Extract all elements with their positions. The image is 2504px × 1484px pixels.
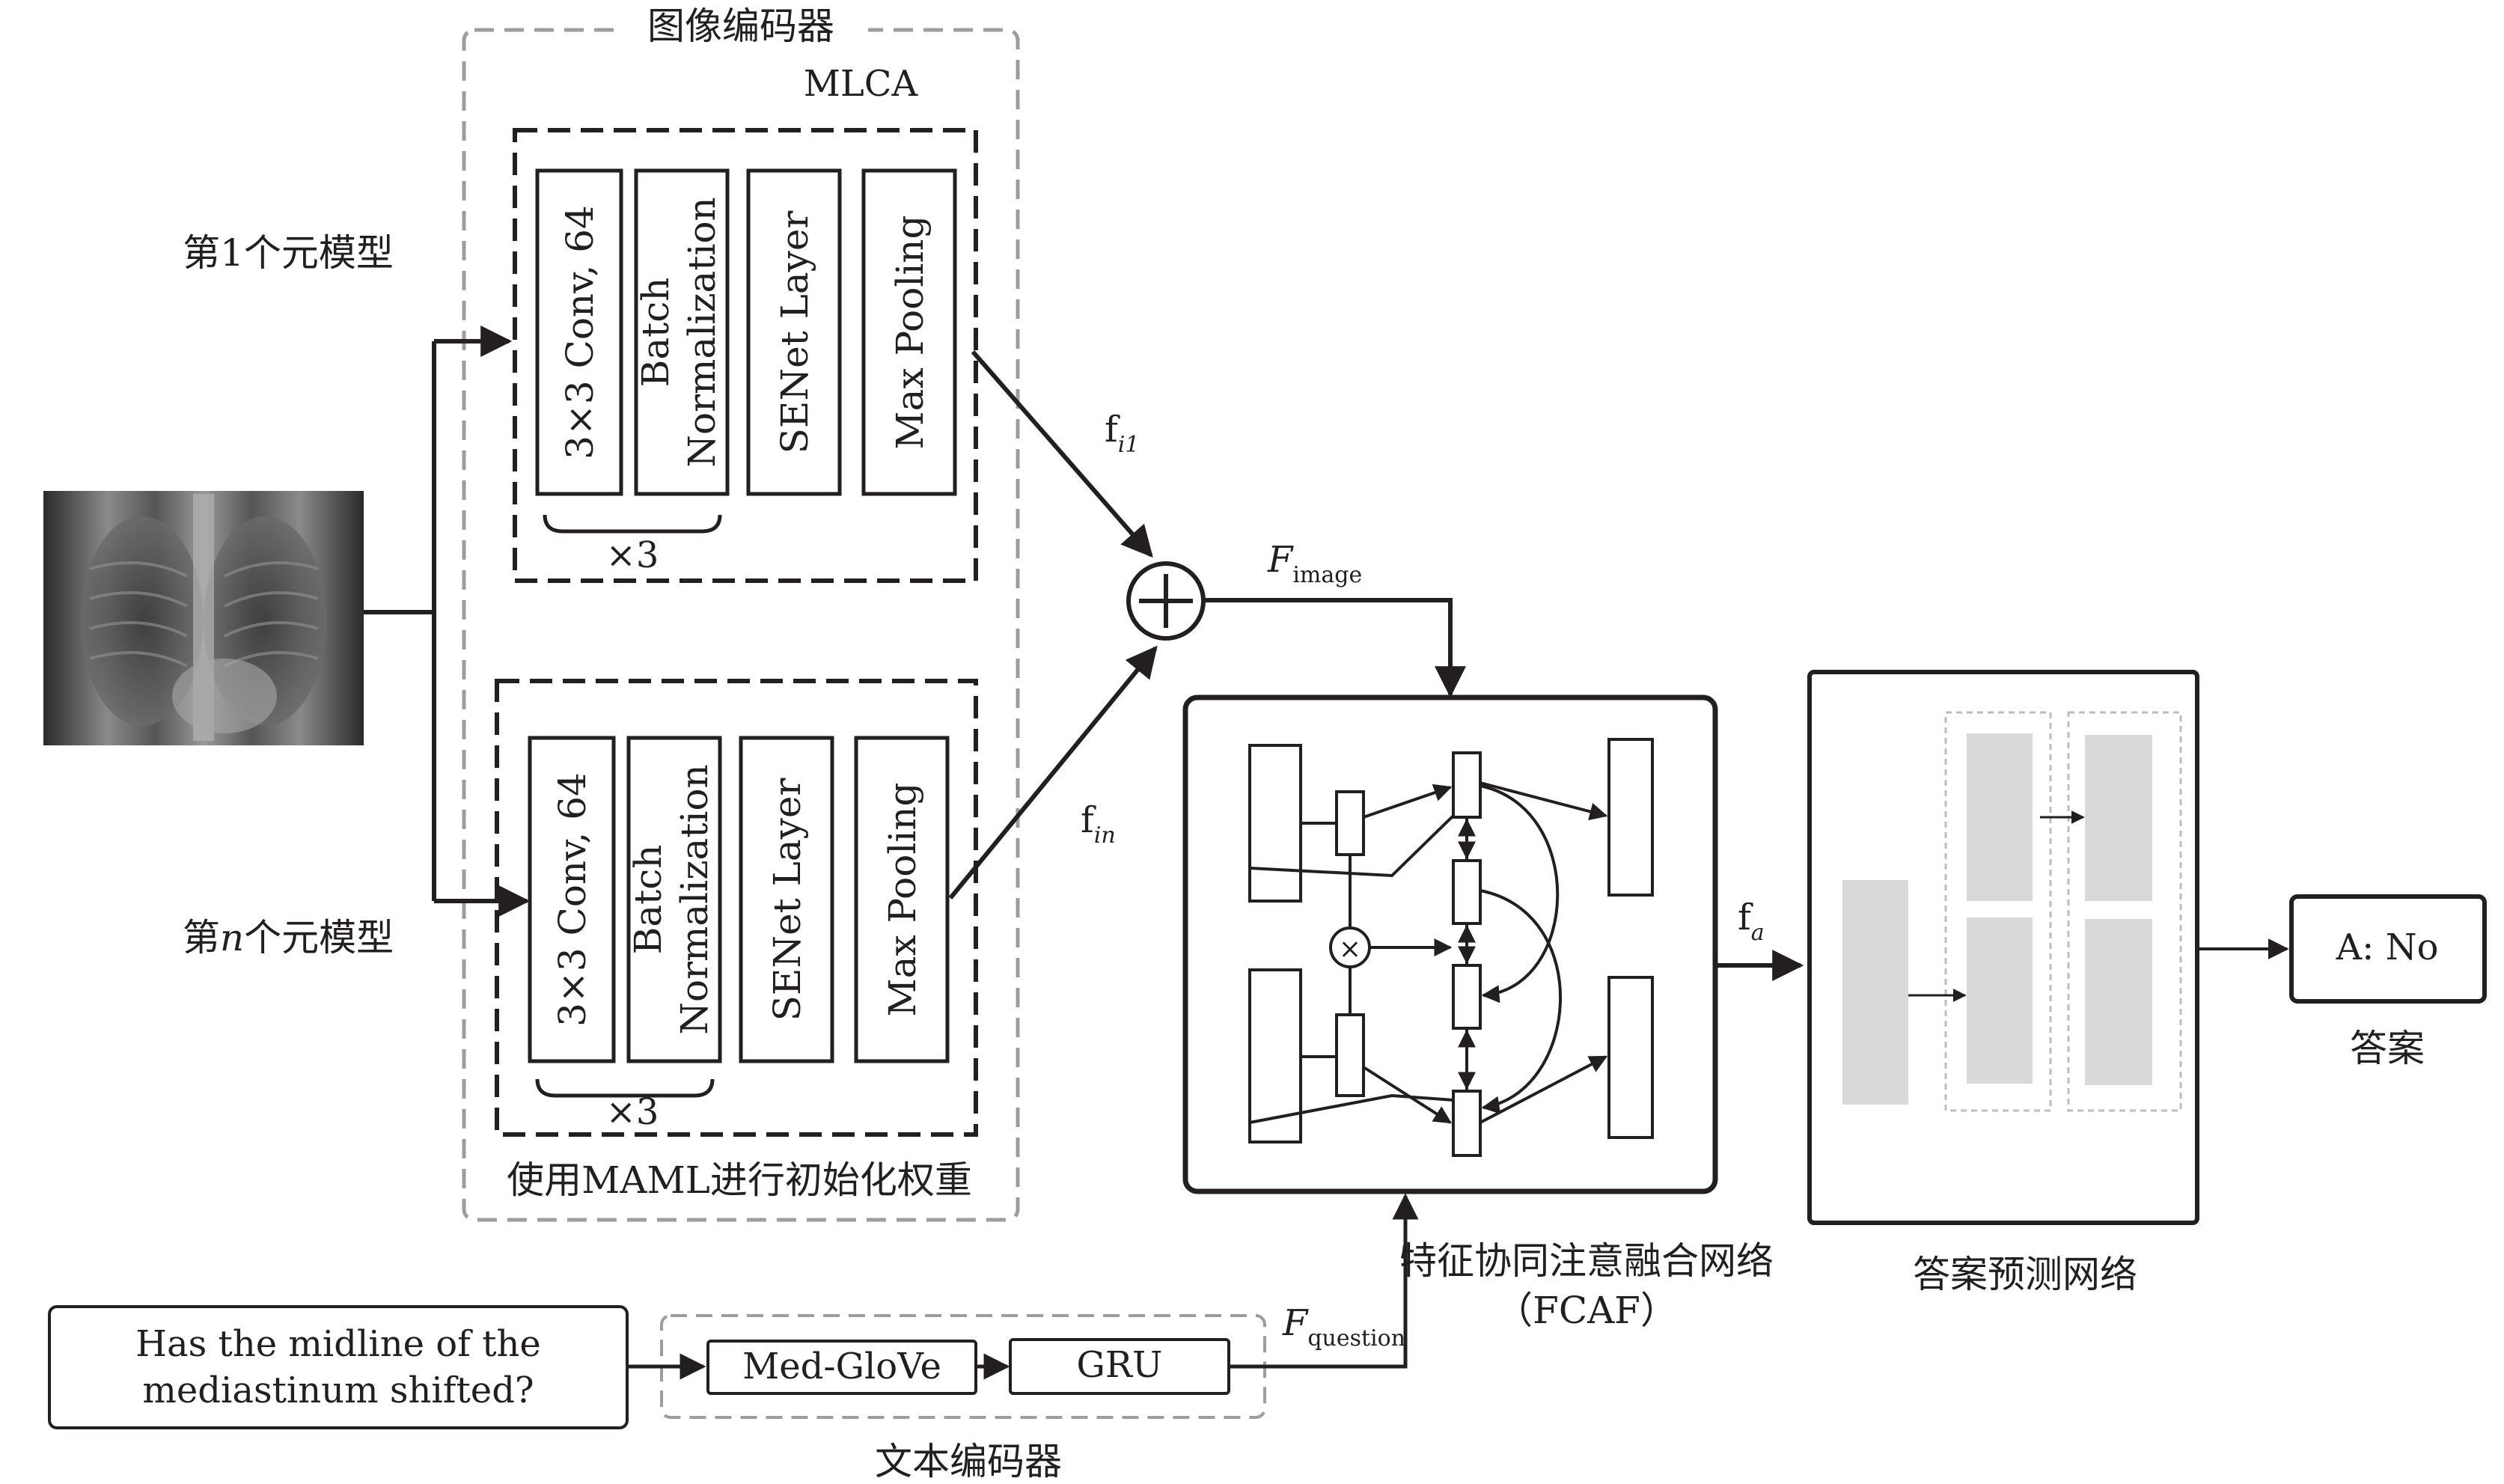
image-encoder-title-bg [614,7,868,52]
svg-text:×: × [1339,934,1361,965]
fcaf-right-block-top [1607,738,1654,897]
meta-model-1-box [513,128,978,583]
answer-block-a2 [1967,917,2033,1084]
question-line-1: Has the midline of the [135,1323,541,1365]
fcaf-mid-3 [1452,964,1482,1030]
answer-text: A: No [2336,926,2439,968]
answer-net-title: 答案预测网络 [1913,1253,2137,1296]
meta-model-1-label: 第1个元模型 [183,231,394,275]
answer-block-input [1842,880,1908,1105]
fcaf-right-block-bottom [1607,976,1654,1139]
answer-box [2289,894,2487,1004]
maxpool-layer-1 [861,168,957,496]
fcaf-box: × [1182,694,1718,1194]
text-encoder-title: 文本编码器 [875,1440,1062,1480]
answer-block-b2 [2085,919,2152,1085]
fimage-label: Fimage [1267,539,1362,588]
maxpool-label-n: Max Pooling [881,782,924,1016]
glove-label: Med-GloVe [742,1346,941,1387]
fcaf-left-block-top [1248,744,1302,903]
image-connectors [364,326,1466,917]
repeat-brace-1 [543,514,722,534]
fcaf-title: 特征协同注意融合网络 [1399,1239,1774,1283]
answer-caption: 答案 [2350,1027,2425,1070]
fa-label: fa [1738,897,1765,946]
repeat-label-1: ×3 [606,534,659,576]
fcaf-mid-2 [1452,859,1482,925]
bn-label-1a: Batch [634,278,677,388]
repeat-label-n: ×3 [606,1091,659,1133]
circled-plus-icon [1126,561,1206,641]
repeat-brace-n [535,1078,715,1098]
fcaf-small-left-top [1335,790,1365,856]
fcaf-left-block-bottom [1248,968,1302,1143]
senet-label-n: SENet Layer [766,778,809,1021]
answer-block-a1 [1967,733,2033,901]
senet-layer-1 [746,168,842,496]
question-line-2: mediastinum shifted? [142,1370,534,1411]
text-connectors [627,1193,1419,1380]
bn-label-na: Batch [626,845,670,955]
maxpool-label-1: Max Pooling [888,215,932,449]
fcaf-abbrev: （FCAF） [1495,1289,1678,1332]
fcaf-small-left-bottom [1335,1013,1365,1097]
bn-label-1b: Normalization [680,197,724,468]
senet-label-1: SENet Layer [773,210,816,454]
maml-label: 使用MAML进行初始化权重 [507,1158,972,1202]
meta-model-n-box [495,679,978,1137]
maxpool-layer-n [854,736,950,1063]
conv-label-1: 3×3 Conv, 64 [558,205,602,459]
fquestion-label: Fquestion [1282,1302,1405,1352]
bn-label-nb: Normalization [673,764,716,1035]
conv-layer-1 [535,168,623,496]
bn-layer-n [626,736,722,1063]
conv-label-n: 3×3 Conv, 64 [551,772,594,1027]
gru-label: GRU [1077,1344,1163,1386]
meta-model-n-label: 第n个元模型 [183,916,394,959]
image-encoder-group: 图像编码器 MLCA 3×3 Conv, 64 Batch Normalizat… [462,4,1020,1222]
senet-layer-n [739,736,834,1063]
answer-block-b1 [2085,735,2152,901]
multiply-icon: × [1329,926,1371,968]
fcaf-mid-1 [1452,751,1482,819]
mlca-label: MLCA [804,63,919,105]
image-encoder-title: 图像编码器 [647,4,834,48]
fi1-label: fi1 [1105,409,1139,458]
chest-xray-image [43,491,364,745]
bn-layer-1 [634,168,730,496]
answer-prediction-box [1807,670,2199,1225]
fin-label: fin [1081,799,1116,849]
fcaf-connectors [1249,781,1608,1124]
fcaf-mid-4 [1452,1090,1482,1157]
